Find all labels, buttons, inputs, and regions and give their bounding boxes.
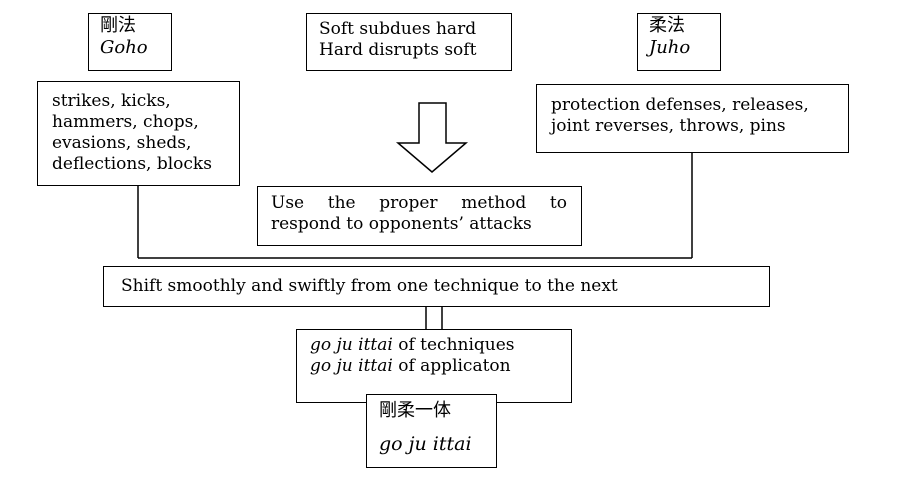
juho-technique-item: protection defenses, releases,	[551, 95, 809, 115]
goju-line-2-italic: go ju ittai	[310, 356, 393, 376]
goju-line-1-rest: of techniques	[392, 335, 515, 355]
goju-line-2-rest: of applicaton	[392, 356, 511, 376]
goho-box: 剛法 Goho	[88, 13, 172, 71]
down-arrow-icon	[395, 102, 469, 173]
principle-line-2: Hard disrupts soft	[319, 40, 477, 60]
shift-box: Shift smoothly and swiftly from one tech…	[103, 266, 770, 307]
goho-technique-item: deflections, blocks	[52, 154, 212, 174]
juho-kanji: 柔法	[649, 15, 685, 36]
juho-technique-item: joint reverses, throws, pins	[551, 116, 786, 136]
goho-kanji: 剛法	[100, 15, 136, 36]
goho-technique-item: strikes, kicks,	[52, 91, 171, 111]
method-box: Use the proper method to respond to oppo…	[257, 186, 582, 246]
final-box: 剛柔一体 go ju ittai	[366, 394, 497, 468]
goju-line-1: go ju ittai of techniques	[310, 335, 571, 356]
goho-romaji: Goho	[100, 37, 148, 58]
goho-techniques-box: strikes, kicks, hammers, chops, evasions…	[37, 81, 240, 186]
principle-line-1: Soft subdues hard	[319, 19, 477, 39]
method-line-2: respond to opponents’ attacks	[271, 214, 532, 234]
goju-line-2: go ju ittai of applicaton	[310, 356, 571, 377]
principle-box: Soft subdues hard Hard disrupts soft	[306, 13, 512, 71]
goho-technique-item: evasions, sheds,	[52, 133, 192, 153]
goju-line-1-italic: go ju ittai	[310, 335, 393, 355]
goho-technique-item: hammers, chops,	[52, 112, 199, 132]
final-romaji: go ju ittai	[379, 433, 472, 455]
juho-techniques-box: protection defenses, releases, joint rev…	[536, 84, 849, 153]
final-kanji: 剛柔一体	[379, 400, 451, 421]
method-line-1: Use the proper method to	[271, 193, 567, 213]
shift-text: Shift smoothly and swiftly from one tech…	[121, 276, 618, 296]
goju-ittai-box: go ju ittai of techniques go ju ittai of…	[296, 329, 572, 403]
juho-box: 柔法 Juho	[637, 13, 721, 71]
juho-romaji: Juho	[649, 37, 691, 58]
